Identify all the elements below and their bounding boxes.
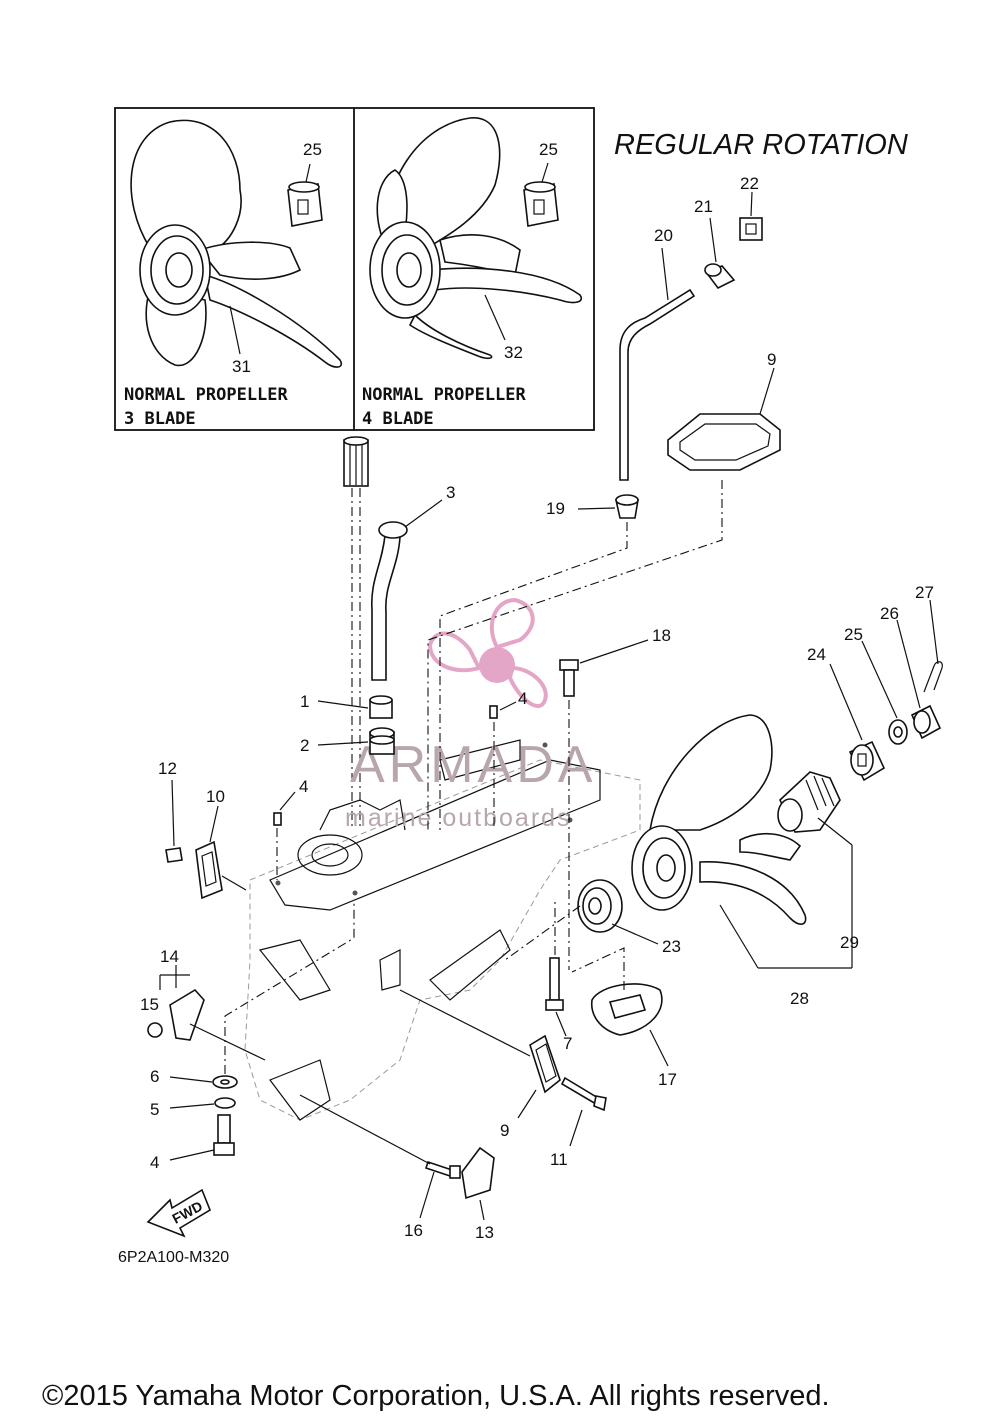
callout-6: 5 (150, 1100, 159, 1119)
cooling-water-pipe-part-21 (619, 247, 696, 481)
callout-24: 23 (662, 937, 681, 956)
callout-3: 3 (446, 483, 455, 502)
trim-tab-part-11 (195, 805, 247, 900)
callout-8: 7 (563, 1034, 572, 1053)
washer-part-7 (169, 900, 355, 1089)
callout-11: 10 (206, 787, 225, 806)
dowel-pin-part-4-b (273, 791, 296, 880)
bolt-part-5 (169, 1114, 235, 1161)
callout-27: 26 (880, 604, 899, 623)
callout-15: 14 (160, 947, 179, 966)
callout-23: 22 (740, 174, 759, 193)
seal-part-2 (317, 727, 395, 755)
lock-washer-part-6 (169, 1097, 236, 1109)
spacer-part-25 (829, 663, 886, 782)
inset-1-label-line2: 3 BLADE (124, 409, 196, 429)
callout-25: 24 (807, 645, 826, 664)
lower-gear-case (244, 739, 641, 1121)
forward-direction-arrow: FWD (146, 1188, 211, 1238)
callout-7: 6 (150, 1067, 159, 1086)
callout-17: 16 (404, 1221, 423, 1240)
callout-4-upper: 4 (518, 689, 527, 708)
inset-1-label-line1: NORMAL PROPELLER (124, 385, 289, 405)
nut-part-27 (896, 619, 942, 740)
callout-32: 32 (504, 343, 523, 362)
anode-part-18 (571, 947, 669, 1067)
bolt-part-17 (299, 1094, 461, 1219)
copyright-notice: ©2015 Yamaha Motor Corporation, U.S.A. A… (42, 1380, 830, 1412)
diagram-title: REGULAR ROTATION (614, 129, 908, 161)
callout-2: 2 (300, 736, 309, 755)
callout-9: 9 (767, 350, 776, 369)
inset-2-label-line1: NORMAL PROPELLER (362, 385, 527, 405)
callout-12: 11 (550, 1150, 568, 1169)
three-blade-propeller-drawing (130, 119, 343, 368)
bolt-part-8 (545, 900, 567, 1037)
callout-14: 13 (475, 1223, 494, 1242)
callout-4-lower: 4 (299, 777, 308, 796)
callout-28: 27 (915, 583, 934, 602)
callout-22: 21 (694, 197, 713, 216)
washer-part-26 (861, 640, 908, 745)
collar-part-22 (704, 217, 736, 290)
nut-part-13 (165, 779, 183, 863)
callout-25-inset-1: 25 (303, 140, 322, 159)
spacer-part-24 (504, 879, 659, 961)
callout-21: 20 (654, 226, 673, 245)
callout-20: 19 (546, 499, 565, 518)
callout-18: 17 (658, 1070, 677, 1089)
callout-26: 25 (844, 625, 863, 644)
grommet-part-10 (399, 989, 561, 1119)
three-blade-hub-bushing (287, 163, 323, 227)
cotter-pin-part-28 (923, 599, 943, 693)
callout-5: 4 (150, 1153, 159, 1172)
drive-shaft (343, 436, 369, 830)
four-blade-propeller-drawing (369, 117, 582, 360)
callout-13: 12 (158, 759, 177, 778)
bolt-part-19 (559, 639, 649, 970)
callout-30: 29 (840, 933, 859, 952)
gasket-part-9 (427, 367, 781, 830)
callout-10: 9 (500, 1121, 509, 1140)
grommet-part-1 (317, 695, 393, 719)
cover-part-14 (461, 1146, 495, 1221)
anode-part-15 (159, 965, 266, 1061)
screw-part-12 (560, 1076, 607, 1147)
spacer-part-30 (777, 771, 853, 968)
watermark-tagline: marine outboards (345, 804, 572, 832)
callout-25-inset-2: 25 (539, 140, 558, 159)
callout-29: 28 (790, 989, 809, 1008)
water-tube-part-3 (371, 499, 443, 681)
nut-part-16 (147, 1022, 163, 1038)
grommet-part-20 (439, 494, 639, 830)
callout-19: 18 (652, 626, 671, 645)
propeller-part-29 (631, 714, 852, 969)
inset-2-label-line2: 4 BLADE (362, 409, 434, 429)
reference-code: 6P2A100-M320 (118, 1249, 229, 1266)
four-blade-hub-bushing (523, 162, 559, 227)
callout-31: 31 (232, 357, 251, 376)
callout-16: 15 (140, 995, 159, 1014)
callout-1: 1 (300, 692, 309, 711)
dowel-pin-part-4-a (489, 701, 517, 830)
seal-part-23 (739, 191, 763, 241)
